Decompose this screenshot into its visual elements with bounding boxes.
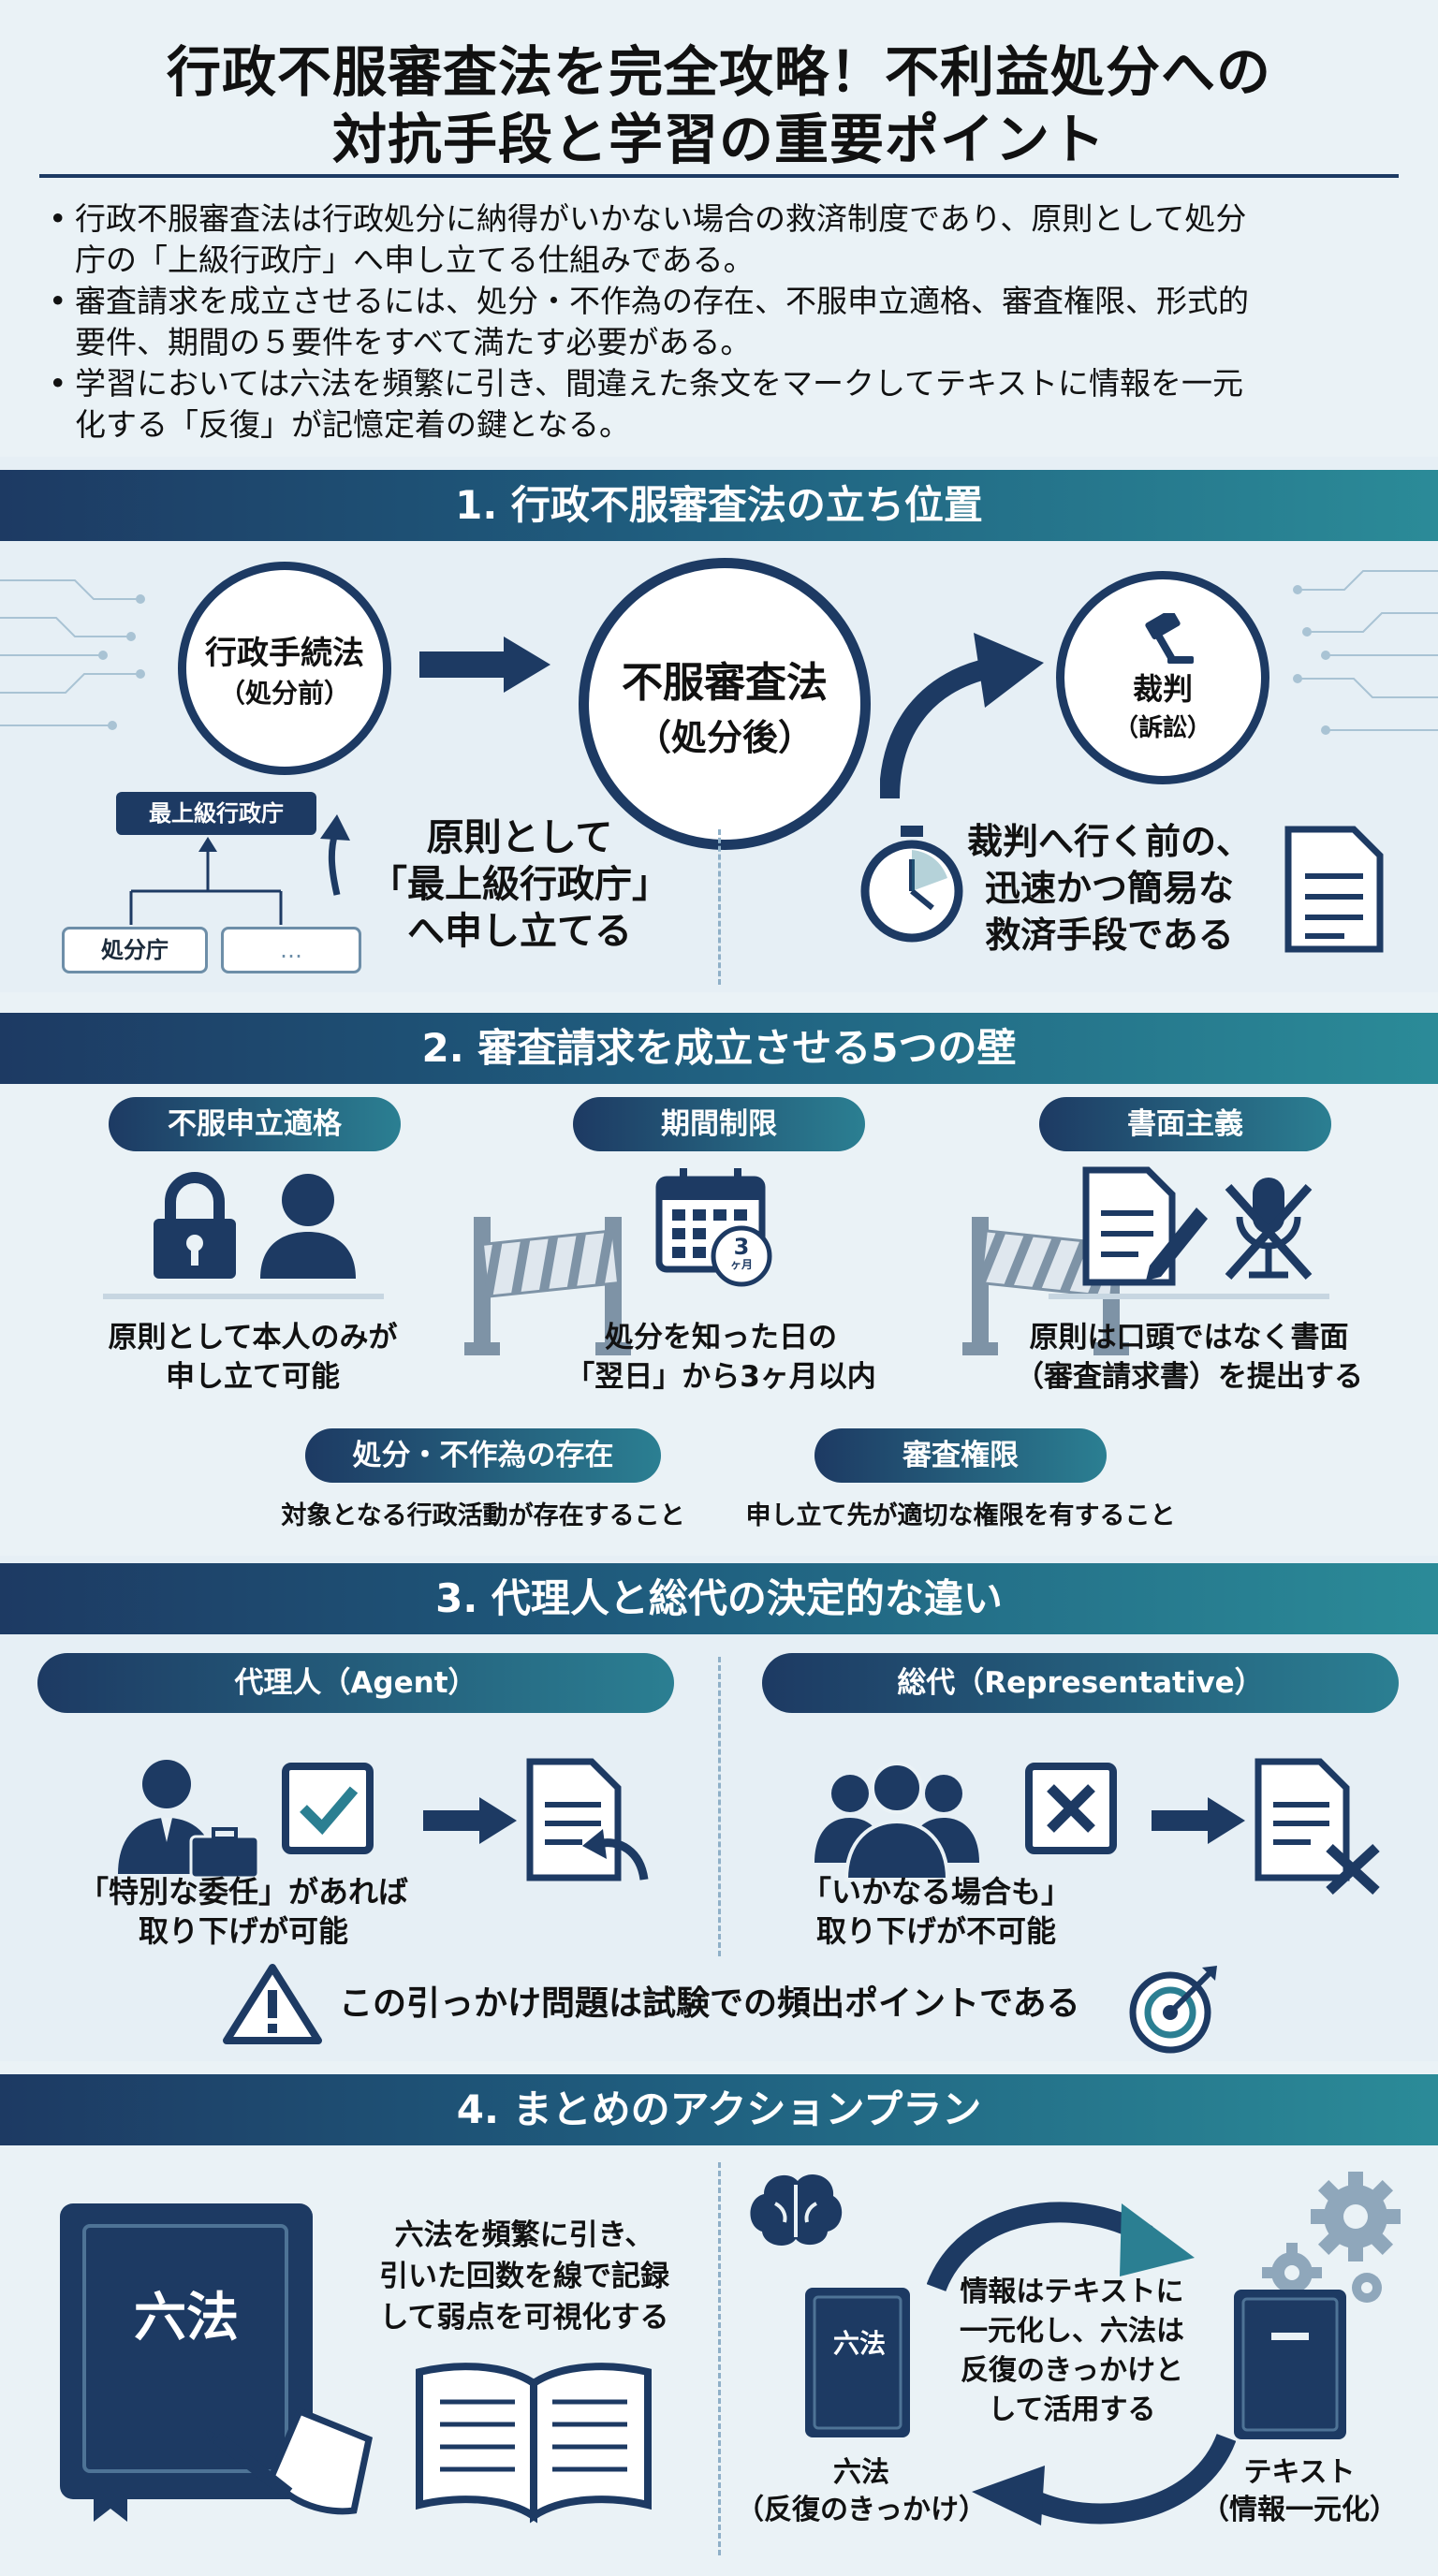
no-speaking-icon	[1225, 1178, 1313, 1281]
org-top-box: 最上級行政庁	[116, 792, 316, 835]
calendar-months: 3 ヶ月	[729, 1234, 753, 1271]
summary-bullet-1: •行政不服審査法は行政処分に納得がいかない場合の救済制度であり、原則として処分庁…	[49, 200, 1247, 278]
wall-existence-pill: 処分・不作為の存在	[305, 1428, 661, 1483]
open-book-icon	[416, 2363, 652, 2524]
section3-title: 3. 代理人と総代の決定的な違い	[0, 1563, 1438, 1634]
document-pen-icon	[1082, 1166, 1208, 1286]
roppo-book-icon	[60, 2203, 374, 2522]
gavel-icon	[1145, 612, 1194, 664]
warning-icon	[223, 1964, 322, 2044]
wall-deadline-desc: 処分を知った日の「翌日」から3ヶ月以内	[565, 1321, 876, 1394]
checkbox-crossed-icon	[1025, 1763, 1117, 1854]
circuit-decoration-right	[1293, 570, 1438, 735]
textbook-icon	[1234, 2290, 1346, 2439]
arrow-right-icon	[1152, 1797, 1245, 1844]
curved-arrow-icon	[880, 633, 1044, 799]
small-roppo-book-icon	[805, 2288, 910, 2437]
section3-divider	[718, 1657, 721, 1956]
standing-divider	[103, 1294, 384, 1299]
stopwatch-icon	[860, 826, 963, 943]
checkbox-checked-icon	[282, 1763, 374, 1854]
cycle-arrow-top-icon	[927, 2202, 1195, 2292]
page-title-line1: 行政不服審査法を完全攻略！不利益処分への	[166, 40, 1271, 104]
textbook-caption: テキスト（情報一元化）	[1201, 2456, 1398, 2526]
roppo-caption: 六法（反復のきっかけ）	[736, 2456, 987, 2526]
section4-title: 4. まとめのアクションプラン	[0, 2074, 1438, 2145]
gears-icon	[1262, 2172, 1401, 2303]
page-title-line2: 対抗手段と学習の重要ポイント	[331, 108, 1106, 171]
document-return-icon	[526, 1758, 649, 1881]
appeal-law-circle: 不服審査法 （処分後）	[579, 558, 871, 850]
wall-standing-desc: 原則として本人のみが申し立て可能	[108, 1321, 398, 1394]
businessman-icon	[118, 1760, 260, 1878]
group-icon	[814, 1762, 979, 1881]
wall-written-desc: 原則は口頭ではなく書面（審査請求書）を提出する	[1015, 1321, 1363, 1394]
court-circle: 裁判 （訴訟）	[1056, 571, 1269, 784]
lock-icon	[154, 1172, 236, 1279]
curved-up-arrow-icon	[320, 814, 350, 896]
document-icon	[1284, 826, 1384, 953]
wall-existence-desc: 対象となる行政活動が存在すること	[281, 1501, 685, 1530]
target-icon	[1129, 1966, 1217, 2054]
summary-bullet-3: •学習においては六法を頻繁に引き、間違えた条文をマークしてテキストに情報を一元化…	[49, 365, 1244, 443]
document-cancel-icon	[1255, 1758, 1380, 1895]
org-chart-lines	[129, 837, 283, 925]
section4-divider	[718, 2162, 721, 2555]
section2-title: 2. 審査請求を成立させる5つの壁	[0, 1013, 1438, 1084]
summary-bullet-2: •審査請求を成立させるには、処分・不作為の存在、不服申立適格、審査権限、形式的要…	[49, 283, 1249, 360]
wall-deadline-pill: 期間制限	[573, 1097, 865, 1151]
arrow-right-icon	[419, 637, 550, 693]
cycle-text: 情報はテキストに一元化し、六法は反復のきっかけとして活用する	[960, 2276, 1184, 2426]
wall-authority-desc: 申し立て先が適切な権限を有すること	[745, 1501, 1176, 1530]
arrow-right-icon	[423, 1797, 517, 1844]
agent-pill: 代理人（Agent）	[37, 1653, 674, 1713]
roppo-usage-text: 六法を頻繁に引き、引いた回数を線で記録して弱点を可視化する	[379, 2218, 669, 2334]
person-icon	[260, 1174, 356, 1279]
small-roppo-book-label: 六法	[832, 2328, 886, 2359]
brain-icon	[750, 2174, 843, 2246]
section1-note-left: 原則として「最上級行政庁」へ申し立てる	[370, 816, 669, 953]
section1-divider	[718, 829, 721, 985]
circuit-decoration-left	[0, 579, 145, 730]
admin-procedure-circle: 行政手続法 （処分前）	[178, 562, 391, 775]
title-rule	[39, 174, 1399, 178]
calendar-icon	[655, 1168, 772, 1287]
wall-standing-pill: 不服申立適格	[109, 1097, 401, 1151]
section1-note-right: 裁判へ行く前の、迅速かつ簡易な救済手段である	[966, 821, 1252, 956]
wall-written-pill: 書面主義	[1039, 1097, 1331, 1151]
org-right-box: …	[221, 927, 361, 973]
cycle-arrow-bottom-icon	[972, 2433, 1236, 2525]
warning-text: この引っかけ問題は試験での頻出ポイントである	[339, 1984, 1080, 2023]
representative-desc: 「いかなる場合も」取り下げが不可能	[800, 1874, 1071, 1949]
written-divider	[1049, 1294, 1329, 1299]
section1-title: 1. 行政不服審査法の立ち位置	[0, 470, 1438, 541]
wall-authority-pill: 審査権限	[814, 1428, 1107, 1483]
barrier-left-icon	[464, 1217, 631, 1355]
representative-pill: 総代（Representative）	[762, 1653, 1399, 1713]
org-left-box: 処分庁	[62, 927, 208, 973]
roppo-book-label: 六法	[134, 2288, 239, 2349]
agent-desc: 「特別な委任」があれば取り下げが可能	[78, 1874, 408, 1949]
